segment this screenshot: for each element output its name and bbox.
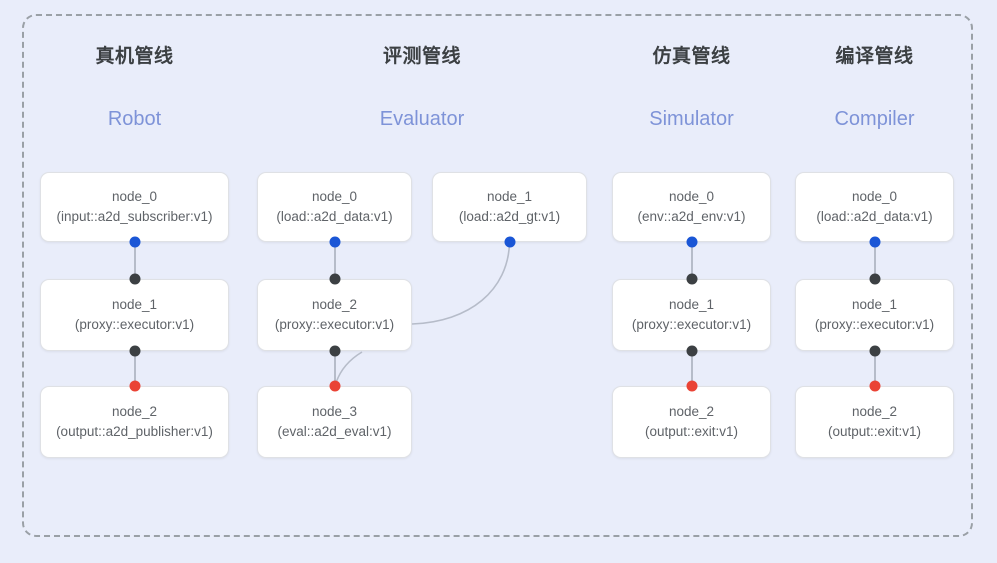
- edge-connector: [690, 242, 693, 279]
- node-type: (input::a2d_subscriber:v1): [56, 209, 213, 224]
- port-output-dot[interactable]: [129, 236, 140, 248]
- node-type: (output::exit:v1): [827, 424, 922, 439]
- port-output-dot[interactable]: [869, 345, 880, 357]
- node-card[interactable]: node_1 (proxy::executor:v1): [612, 279, 771, 351]
- port-output-dot[interactable]: [686, 345, 697, 357]
- node-card[interactable]: node_2 (output::exit:v1): [612, 386, 771, 458]
- column-title-compiler: 编译管线: [835, 46, 914, 67]
- edge-connector: [873, 242, 876, 279]
- port-output-dot[interactable]: [329, 345, 340, 357]
- column-subtitle-compiler: Compiler: [834, 108, 915, 130]
- node-type: (output::exit:v1): [644, 424, 739, 439]
- node-type: (load::a2d_data:v1): [276, 209, 393, 224]
- node-type: (proxy::executor:v1): [74, 317, 195, 332]
- node-card[interactable]: node_1 (proxy::executor:v1): [795, 279, 954, 351]
- node-card[interactable]: node_1 (load::a2d_gt:v1): [432, 172, 587, 242]
- column-subtitle-simulator: Simulator: [649, 108, 734, 130]
- edge-connector: [133, 351, 136, 386]
- node-name: node_3: [311, 404, 358, 419]
- node-card[interactable]: node_0 (env::a2d_env:v1): [612, 172, 771, 242]
- port-input-dot[interactable]: [869, 273, 880, 285]
- node-name: node_2: [111, 404, 158, 419]
- pipeline-column-robot: 真机管线 Robot: [40, 44, 229, 132]
- column-title-simulator: 仿真管线: [652, 46, 731, 67]
- column-title-evaluator: 评测管线: [382, 46, 461, 67]
- port-input-dot[interactable]: [329, 273, 340, 285]
- node-card[interactable]: node_1 (proxy::executor:v1): [40, 279, 229, 351]
- node-card[interactable]: node_3 (eval::a2d_eval:v1): [257, 386, 412, 458]
- node-card[interactable]: node_0 (load::a2d_data:v1): [795, 172, 954, 242]
- node-name: node_0: [668, 189, 715, 204]
- node-name: node_2: [311, 297, 358, 312]
- node-name: node_2: [851, 404, 898, 419]
- port-input-dot[interactable]: [129, 380, 140, 392]
- port-input-dot[interactable]: [869, 380, 880, 392]
- port-input-dot[interactable]: [329, 380, 340, 392]
- pipeline-group-panel: [22, 14, 973, 537]
- column-title-robot: 真机管线: [95, 46, 174, 67]
- node-type: (load::a2d_gt:v1): [458, 209, 561, 224]
- port-output-dot[interactable]: [869, 236, 880, 248]
- node-card[interactable]: node_0 (input::a2d_subscriber:v1): [40, 172, 229, 242]
- port-input-dot[interactable]: [686, 380, 697, 392]
- node-type: (proxy::executor:v1): [631, 317, 752, 332]
- pipeline-column-compiler: 编译管线 Compiler: [795, 44, 954, 132]
- column-subtitle-robot: Robot: [107, 108, 162, 130]
- node-name: node_1: [486, 189, 533, 204]
- node-name: node_2: [668, 404, 715, 419]
- node-type: (proxy::executor:v1): [814, 317, 935, 332]
- edge-connector: [333, 242, 336, 279]
- edge-connector: [873, 351, 876, 386]
- pipeline-column-evaluator: 评测管线 Evaluator: [257, 44, 587, 132]
- edge-connector: [133, 242, 136, 279]
- column-subtitle-evaluator: Evaluator: [379, 108, 465, 130]
- node-type: (env::a2d_env:v1): [637, 209, 746, 224]
- node-card[interactable]: node_2 (output::exit:v1): [795, 386, 954, 458]
- node-card[interactable]: node_2 (output::a2d_publisher:v1): [40, 386, 229, 458]
- port-input-dot[interactable]: [686, 273, 697, 285]
- node-type: (proxy::executor:v1): [274, 317, 395, 332]
- node-type: (eval::a2d_eval:v1): [277, 424, 392, 439]
- node-name: node_1: [851, 297, 898, 312]
- node-type: (load::a2d_data:v1): [816, 209, 933, 224]
- port-input-dot[interactable]: [129, 273, 140, 285]
- port-output-dot[interactable]: [504, 236, 515, 248]
- node-name: node_0: [851, 189, 898, 204]
- port-output-dot[interactable]: [329, 236, 340, 248]
- node-name: node_1: [668, 297, 715, 312]
- port-output-dot[interactable]: [686, 236, 697, 248]
- port-output-dot[interactable]: [129, 345, 140, 357]
- node-type: (output::a2d_publisher:v1): [56, 424, 213, 439]
- pipeline-column-simulator: 仿真管线 Simulator: [612, 44, 771, 132]
- node-name: node_0: [111, 189, 158, 204]
- node-name: node_1: [111, 297, 158, 312]
- node-card[interactable]: node_0 (load::a2d_data:v1): [257, 172, 412, 242]
- node-card[interactable]: node_2 (proxy::executor:v1): [257, 279, 412, 351]
- node-name: node_0: [311, 189, 358, 204]
- edge-connector: [690, 351, 693, 386]
